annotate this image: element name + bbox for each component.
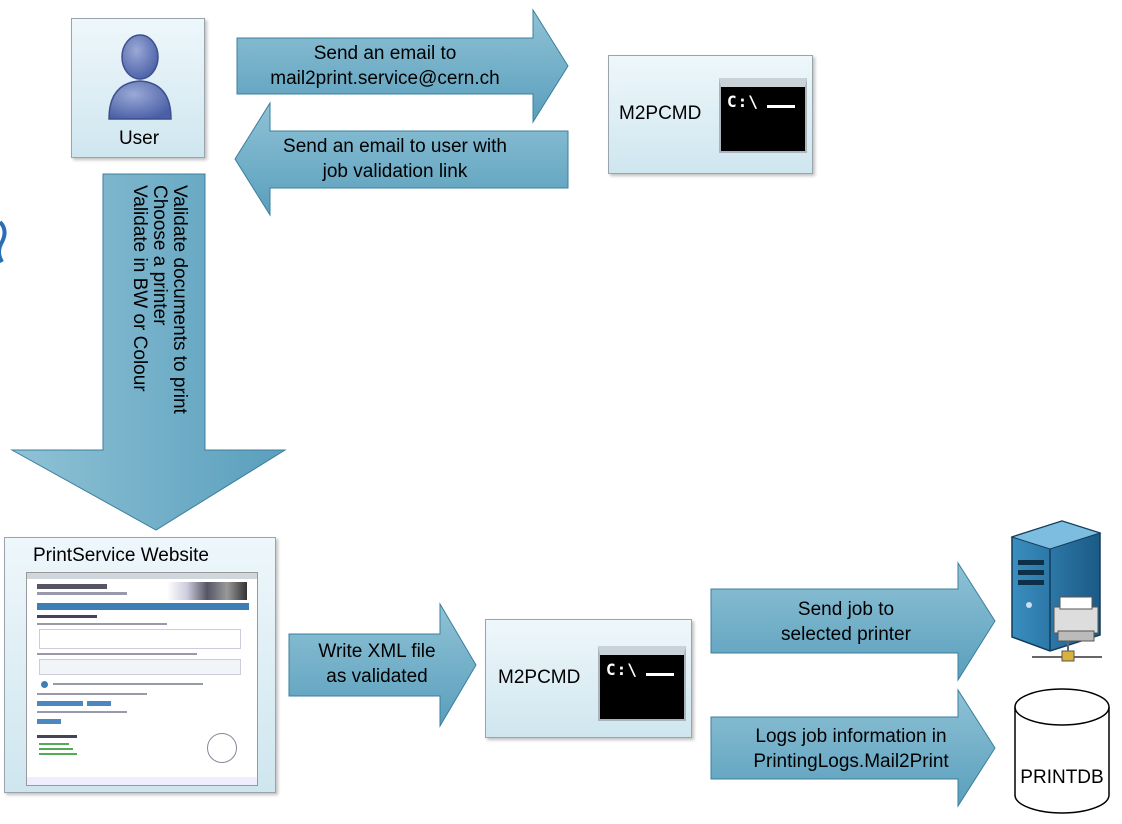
arrow-write-xml-text-1: Write XML file (293, 640, 461, 664)
arrow-send-job-text-1: Send job to (797, 599, 895, 620)
arrow-validate-shape (10, 173, 287, 531)
arrow-validate-text: Validate documents to print Choose a pri… (129, 185, 190, 435)
arrow-send-job-shape (710, 561, 996, 682)
terminal-icon: C:\ (719, 78, 807, 153)
arrow-reply-email-text-1: Send an email to user with (283, 136, 507, 157)
terminal-icon: C:\ (598, 646, 686, 721)
arrow-send-email-text-1: Send an email to (313, 43, 457, 64)
terminal-prompt: C:\ (727, 92, 759, 111)
m2pcmd-top-label: M2PCMD (619, 103, 702, 124)
arrow-reply-email-text-2: job validation link (322, 161, 468, 182)
edge-mark (0, 220, 7, 264)
arrow-write-xml-line-2: file (411, 641, 436, 662)
m2pcmd-bottom-box: M2PCMD C:\ (485, 619, 692, 738)
arrow-logs-text-2: PrintingLogs.Mail2Print (753, 751, 949, 772)
arrow-validate-line-2: Choose a printer (149, 185, 170, 326)
arrow-send-email-text-2: mail2print.service@cern.ch (270, 68, 500, 89)
user-label: User (118, 128, 160, 149)
website-title: PrintService Website (33, 545, 209, 566)
user-icon (108, 34, 172, 120)
arrow-validate-line-1: Validate documents to print (169, 185, 190, 414)
printer-server-icon (1010, 520, 1102, 662)
arrow-write-xml-shape (288, 602, 477, 728)
arrow-send-email-shape (236, 8, 569, 124)
arrow-logs-shape (710, 688, 996, 808)
arrow-logs-text-1: Logs job information in (755, 726, 947, 747)
arrow-write-xml-line-1: Write XML (318, 641, 407, 662)
terminal-prompt: C:\ (606, 660, 638, 679)
m2pcmd-top-box: M2PCMD C:\ (608, 55, 813, 174)
arrow-write-xml-text-2: as validated (326, 666, 428, 687)
database-icon (1014, 688, 1110, 814)
website-box: PrintService Website (4, 537, 276, 793)
arrow-validate-line-3: Validate in BW or Colour (129, 185, 150, 392)
database-label: PRINTDB (1020, 767, 1104, 788)
arrow-reply-email-shape (234, 101, 569, 217)
arrow-send-job-text-2: selected printer (781, 624, 911, 645)
m2pcmd-bottom-label: M2PCMD (498, 667, 581, 688)
website-screenshot (26, 572, 258, 786)
user-box: User (71, 18, 205, 158)
